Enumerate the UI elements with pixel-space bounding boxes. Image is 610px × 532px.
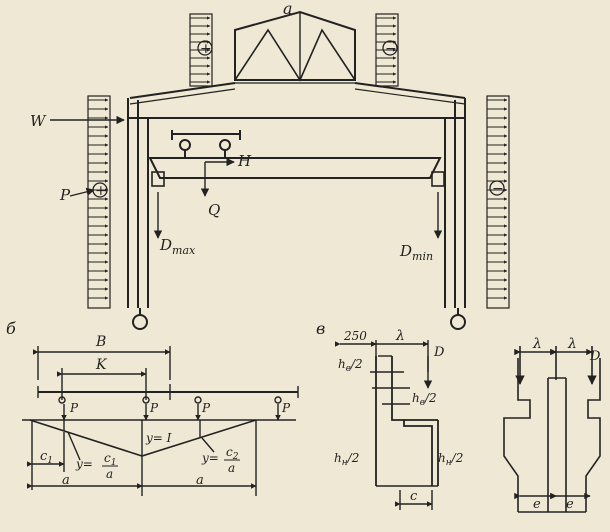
span-k-label: K <box>95 357 108 373</box>
column-right <box>444 98 466 308</box>
wind-label: W <box>30 112 47 130</box>
hb2-right-label: hв/2 <box>412 391 437 408</box>
wind-load-left <box>87 95 111 309</box>
svg-text:c1: c1 <box>104 451 116 468</box>
plus-sign-circle-roof <box>197 40 213 56</box>
y-eq1-label: y= <box>75 457 93 471</box>
dim-250-label: 250 <box>343 329 367 343</box>
svg-text:a: a <box>228 461 235 475</box>
ecc-c-label: c <box>410 489 418 504</box>
ecc-e1-label: e <box>533 497 541 512</box>
plus-sign-roof: + <box>200 41 212 57</box>
hn2-left-label: hн/2 <box>334 451 359 468</box>
crane-q-label: Q <box>208 201 220 219</box>
minus-sign-roof: − <box>385 41 397 57</box>
pressure-arrow <box>69 187 95 197</box>
hb2-left-label: hв/2 <box>338 357 363 374</box>
a-big-label: a <box>196 473 204 488</box>
force-d-label: D <box>433 345 445 360</box>
svg-text:a: a <box>106 467 113 481</box>
crane-h-label: H <box>237 152 252 170</box>
panel-v-column-detail <box>334 340 439 510</box>
fraction-c2-a: c2 a <box>224 445 240 475</box>
dmax-label: Dmax <box>159 236 196 257</box>
lambda-label: λ <box>395 328 405 344</box>
span-b-label: B <box>95 334 106 350</box>
base-roller-left <box>132 314 148 330</box>
crane-bridge <box>148 130 442 179</box>
panel-a-frame <box>127 10 466 330</box>
roof-slope-right <box>354 82 466 99</box>
minus-sign-circle-wall <box>489 180 505 196</box>
roof-truss <box>234 10 356 82</box>
hn2-right-label: hн/2 <box>438 451 463 468</box>
minus-sign-wall: − <box>492 181 504 197</box>
wheel-p-4: P <box>281 401 291 415</box>
plus-sign-wall: + <box>95 183 107 199</box>
lambda-1-label: λ <box>532 336 542 352</box>
svg-text:c2: c2 <box>226 445 239 462</box>
base-roller-right <box>450 314 466 330</box>
panel-b-influence-line <box>22 346 299 496</box>
minus-sign-circle-roof <box>382 40 398 56</box>
wheel-p-3: P <box>201 401 211 415</box>
pressure-label: P <box>59 186 71 204</box>
wheel-p-1: P <box>69 401 79 415</box>
panel-v-twin-column <box>503 346 601 513</box>
c1-label: c1 <box>40 449 53 466</box>
a-small-label: a <box>62 473 70 488</box>
panel-a-label: а <box>283 0 293 18</box>
panel-b-label: б <box>6 319 16 338</box>
column-left <box>127 98 149 308</box>
fraction-c1-a: c1 a <box>102 451 118 481</box>
load-hatch-arrows <box>88 16 508 300</box>
y-eq2-label: y= <box>201 451 219 465</box>
wind-load-right <box>486 95 510 309</box>
dmin-label: Dmin <box>399 242 433 263</box>
lambda-2-label: λ <box>567 336 577 352</box>
y-one-label: y= I <box>145 431 172 445</box>
roof-slope-left <box>129 82 236 99</box>
panel-v-label: в <box>316 319 325 338</box>
ecc-e2-label: e <box>566 497 574 512</box>
force-d2-label: D <box>589 349 601 364</box>
wheel-p-2: P <box>149 401 159 415</box>
